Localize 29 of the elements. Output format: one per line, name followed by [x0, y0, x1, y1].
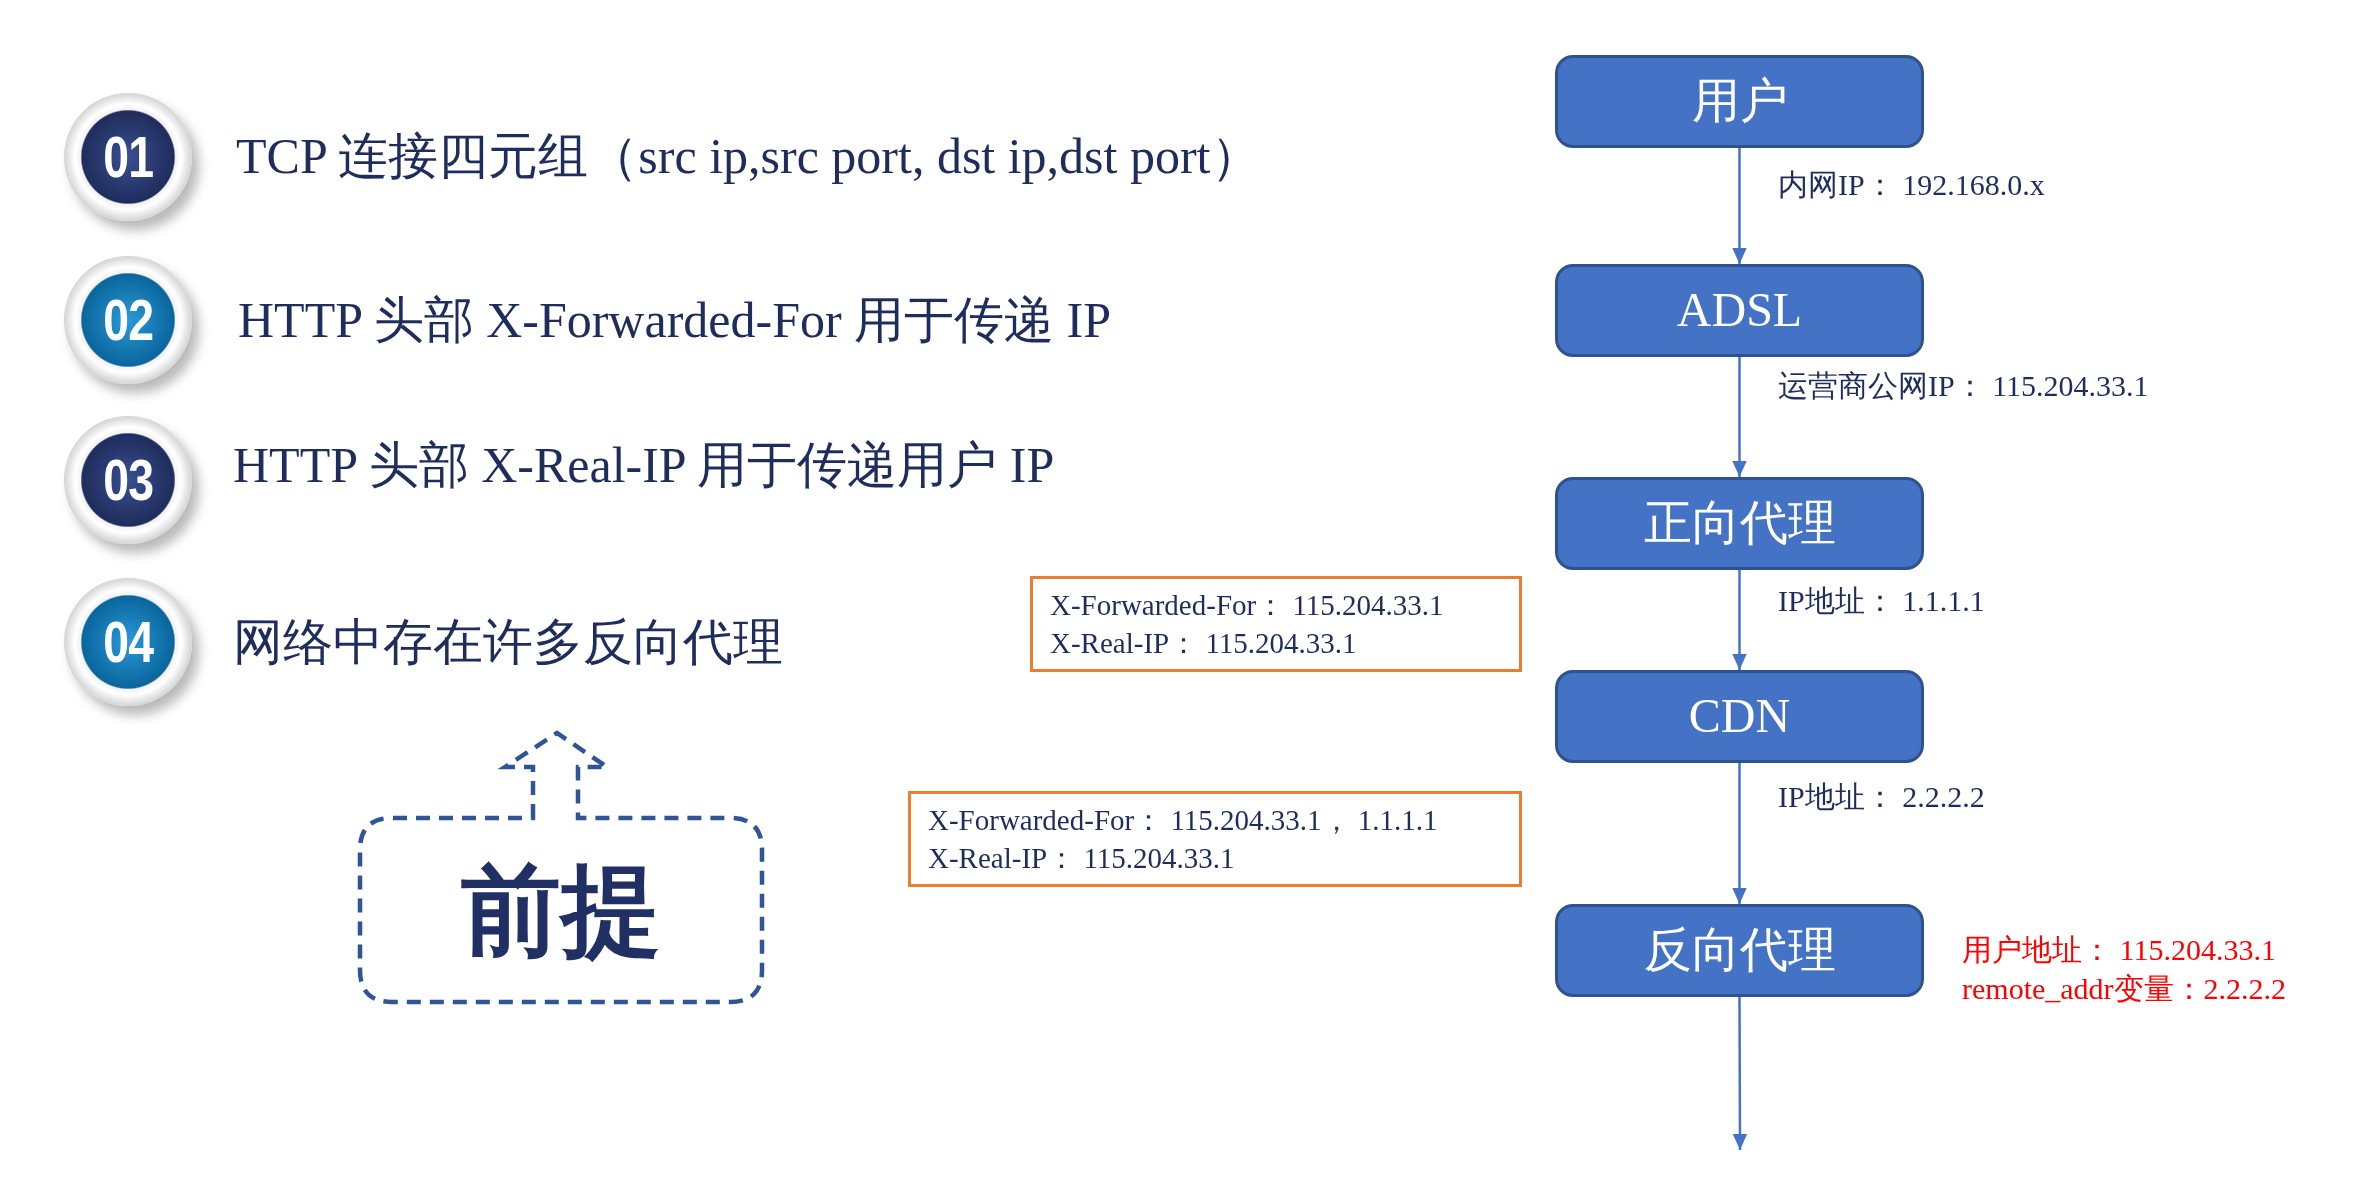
number-badge: 03 — [64, 416, 192, 544]
arrow — [1732, 357, 1747, 477]
header-note — [908, 791, 1522, 887]
process-box: ADSL — [1555, 264, 1924, 357]
header-line: X-Real-IP： 115.204.33.1 — [928, 841, 1235, 876]
process-box: 用户 — [1555, 55, 1924, 148]
list-item-text: HTTP 头部 X-Real-IP 用于传递用户 IP — [233, 436, 1055, 495]
header-note — [1030, 576, 1522, 672]
annotation-text: remote_addr变量：2.2.2.2 — [1962, 971, 2287, 1007]
arrow — [1732, 763, 1747, 904]
edge-label: 运营商公网IP： 115.204.33.1 — [1778, 368, 2149, 404]
header-line: X-Real-IP： 115.204.33.1 — [1050, 626, 1357, 661]
callout-title: 前提 — [461, 855, 661, 965]
list-item-text: 网络中存在许多反向代理 — [233, 613, 783, 672]
list-item-text: HTTP 头部 X-Forwarded-For 用于传递 IP — [238, 291, 1112, 350]
list-item-text: TCP 连接四元组（src ip,src port, dst ip,dst port） — [236, 127, 1261, 186]
arrow — [1732, 570, 1747, 670]
process-box: 正向代理 — [1555, 477, 1924, 570]
annotation-text: 用户地址： 115.204.33.1 — [1962, 932, 2276, 968]
header-line: X-Forwarded-For： 115.204.33.1， 1.1.1.1 — [928, 803, 1438, 838]
arrow — [1732, 997, 1748, 1150]
process-box: 反向代理 — [1555, 904, 1924, 997]
header-line: X-Forwarded-For： 115.204.33.1 — [1050, 588, 1444, 623]
number-badge: 04 — [64, 578, 192, 706]
number-badge: 01 — [64, 93, 192, 221]
dashed-arrow-callout — [356, 729, 766, 1006]
process-box: CDN — [1555, 670, 1924, 763]
arrow — [1732, 148, 1747, 264]
number-badge: 02 — [64, 256, 192, 384]
